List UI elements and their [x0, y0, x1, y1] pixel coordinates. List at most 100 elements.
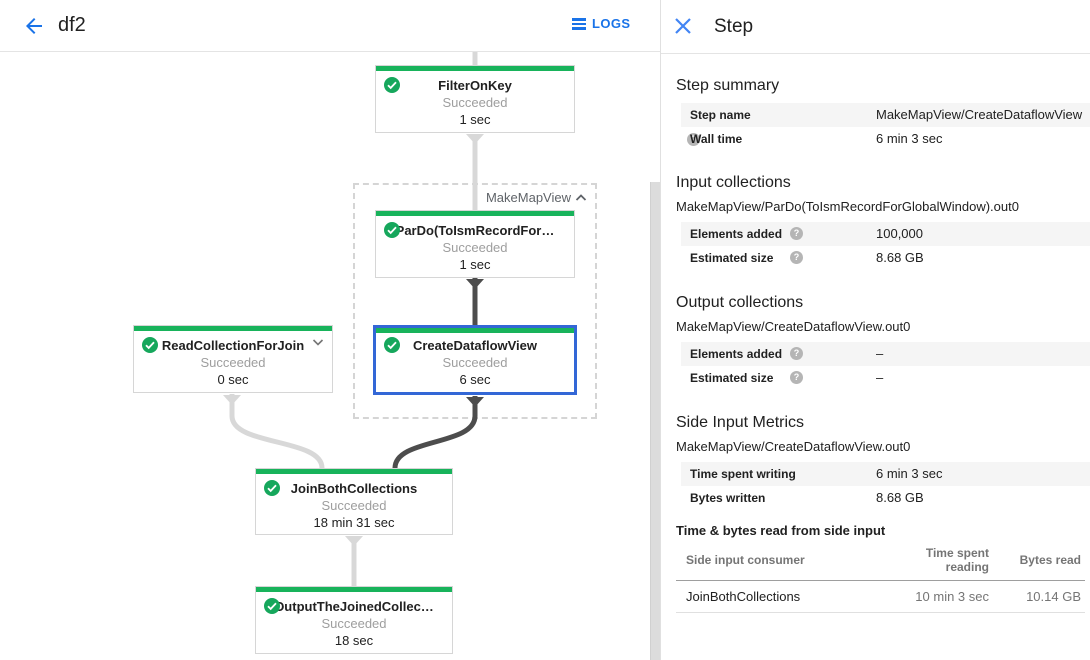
graph-node-filteronkey[interactable]: FilterOnKey Succeeded 1 sec	[375, 65, 575, 133]
back-arrow-icon[interactable]	[22, 14, 46, 38]
node-status-bar	[256, 469, 452, 474]
job-title: df2	[58, 14, 86, 36]
logs-label: LOGS	[592, 16, 631, 32]
cell-consumer: JoinBothCollections	[676, 580, 878, 613]
kv-label: Step name	[690, 108, 751, 122]
node-title: FilterOnKey	[438, 78, 512, 93]
kv-row-elements-added: Elements added –	[681, 342, 1090, 366]
arrowhead	[466, 134, 484, 144]
table-header-row: Side input consumer Time spent reading B…	[676, 542, 1085, 581]
kv-label: Time spent writing	[690, 467, 796, 481]
kv-row-wall-time: Wall time 6 min 3 sec	[681, 127, 1090, 151]
kv-row-time-spent-writing: Time spent writing 6 min 3 sec	[681, 462, 1090, 486]
graph-node-joinbothcollections[interactable]: JoinBothCollections Succeeded 18 min 31 …	[255, 468, 453, 535]
group-label: MakeMapView	[485, 190, 571, 205]
help-icon[interactable]	[790, 251, 803, 264]
success-check-icon	[384, 77, 400, 93]
node-time: 1 sec	[459, 112, 491, 127]
graph-node-createdataflowview[interactable]: CreateDataflowView Succeeded 6 sec	[373, 325, 577, 395]
node-status: Succeeded	[442, 95, 508, 110]
node-status: Succeeded	[321, 616, 387, 631]
kv-label: Estimated size	[690, 371, 774, 385]
help-icon[interactable]	[790, 347, 803, 360]
kv-value: 6 min 3 sec	[876, 466, 943, 481]
top-bar: df2 LOGS	[0, 0, 660, 52]
kv-value: 8.68 GB	[876, 250, 924, 265]
help-icon[interactable]	[790, 371, 803, 384]
node-status-bar	[376, 66, 574, 71]
kv-label: Elements added	[690, 347, 783, 361]
node-time: 0 sec	[217, 372, 249, 387]
kv-row-estimated-size: Estimated size 8.68 GB	[681, 246, 1090, 270]
side-input-table: Side input consumer Time spent reading B…	[676, 542, 1085, 613]
step-panel-content: Step summary Step name MakeMapView/Creat…	[661, 54, 1090, 613]
help-icon[interactable]	[687, 133, 700, 146]
node-status: Succeeded	[442, 240, 508, 255]
chevron-down-icon[interactable]	[312, 338, 324, 346]
node-time: 6 sec	[459, 372, 491, 387]
job-graph-canvas[interactable]: MakeMapView FilterOnKey Succeeded 1 sec	[0, 52, 660, 660]
output-collection-name: MakeMapView/CreateDataflowView.out0	[676, 319, 911, 334]
arrowhead	[466, 279, 484, 289]
help-icon[interactable]	[790, 227, 803, 240]
success-check-icon	[142, 337, 158, 353]
graph-node-outputthejoined[interactable]: OutputTheJoinedCollec… Succeeded 18 sec	[255, 586, 453, 654]
panel-title: Step	[714, 16, 754, 37]
node-time: 18 min 31 sec	[313, 515, 395, 530]
success-check-icon	[264, 480, 280, 496]
col-header-consumer: Side input consumer	[676, 542, 878, 581]
section-heading-side-input-metrics: Side Input Metrics	[676, 414, 805, 431]
kv-label: Wall time	[690, 132, 743, 146]
node-status-bar	[376, 211, 574, 216]
node-status: Succeeded	[442, 355, 508, 370]
kv-label: Bytes written	[690, 491, 766, 505]
node-title: JoinBothCollections	[290, 481, 418, 496]
col-header-bytes-read: Bytes read	[993, 542, 1085, 581]
step-detail-panel: Step Step summary Step name MakeMapView/…	[661, 0, 1090, 660]
node-status: Succeeded	[321, 498, 387, 513]
success-check-icon	[384, 222, 400, 238]
kv-value: –	[876, 346, 884, 361]
kv-row-bytes-written: Bytes written 8.68 GB	[681, 486, 1090, 510]
node-title: ReadCollectionForJoin	[161, 338, 305, 353]
node-status-bar	[256, 587, 452, 592]
kv-label: Estimated size	[690, 251, 774, 265]
graph-scrollbar[interactable]	[650, 182, 660, 660]
kv-row-elements-added: Elements added 100,000	[681, 222, 1090, 246]
success-check-icon	[264, 598, 280, 614]
arrowhead	[466, 397, 484, 407]
chevron-up-icon	[575, 193, 587, 201]
node-time: 1 sec	[459, 257, 491, 272]
graph-edges	[223, 52, 484, 586]
col-header-time-reading: Time spent reading	[878, 542, 993, 581]
panel-divider	[660, 0, 661, 660]
section-heading-input-collections: Input collections	[676, 174, 791, 191]
side-input-collection-name: MakeMapView/CreateDataflowView.out0	[676, 439, 911, 454]
section-heading-step-summary: Step summary	[676, 77, 780, 94]
kv-value: MakeMapView/CreateDataflowView	[876, 107, 1083, 122]
edge-readcollection-join	[229, 394, 325, 469]
close-icon[interactable]	[673, 16, 693, 36]
step-panel-header: Step	[661, 0, 1090, 54]
side-input-table-heading: Time & bytes read from side input	[676, 523, 886, 538]
node-title: CreateDataflowView	[412, 338, 538, 353]
logs-button[interactable]: LOGS	[572, 16, 630, 32]
kv-row-step-name: Step name MakeMapView/CreateDataflowView	[681, 103, 1090, 127]
section-heading-output-collections: Output collections	[676, 294, 804, 311]
graph-node-pardo[interactable]: ParDo(ToIsmRecordFor… Succeeded 1 sec	[375, 210, 575, 278]
graph-node-readcollectionforjoin[interactable]: ReadCollectionForJoin Succeeded 0 sec	[133, 325, 333, 393]
node-title: ParDo(ToIsmRecordFor…	[395, 223, 555, 238]
table-row[interactable]: JoinBothCollections 10 min 3 sec 10.14 G…	[676, 580, 1085, 613]
node-status: Succeeded	[200, 355, 266, 370]
node-status-bar	[134, 326, 332, 331]
input-collection-name: MakeMapView/ParDo(ToIsmRecordForGlobalWi…	[676, 199, 1019, 214]
group-makemapview-toggle[interactable]: MakeMapView	[486, 190, 587, 205]
list-icon	[572, 16, 586, 32]
kv-value: 8.68 GB	[876, 490, 924, 505]
arrowhead	[223, 395, 241, 405]
arrowhead	[345, 536, 363, 546]
kv-value: 100,000	[876, 226, 923, 241]
kv-value: 6 min 3 sec	[876, 131, 943, 146]
node-title: OutputTheJoinedCollec…	[274, 599, 434, 614]
edge-createdataflowview-join	[392, 396, 478, 469]
